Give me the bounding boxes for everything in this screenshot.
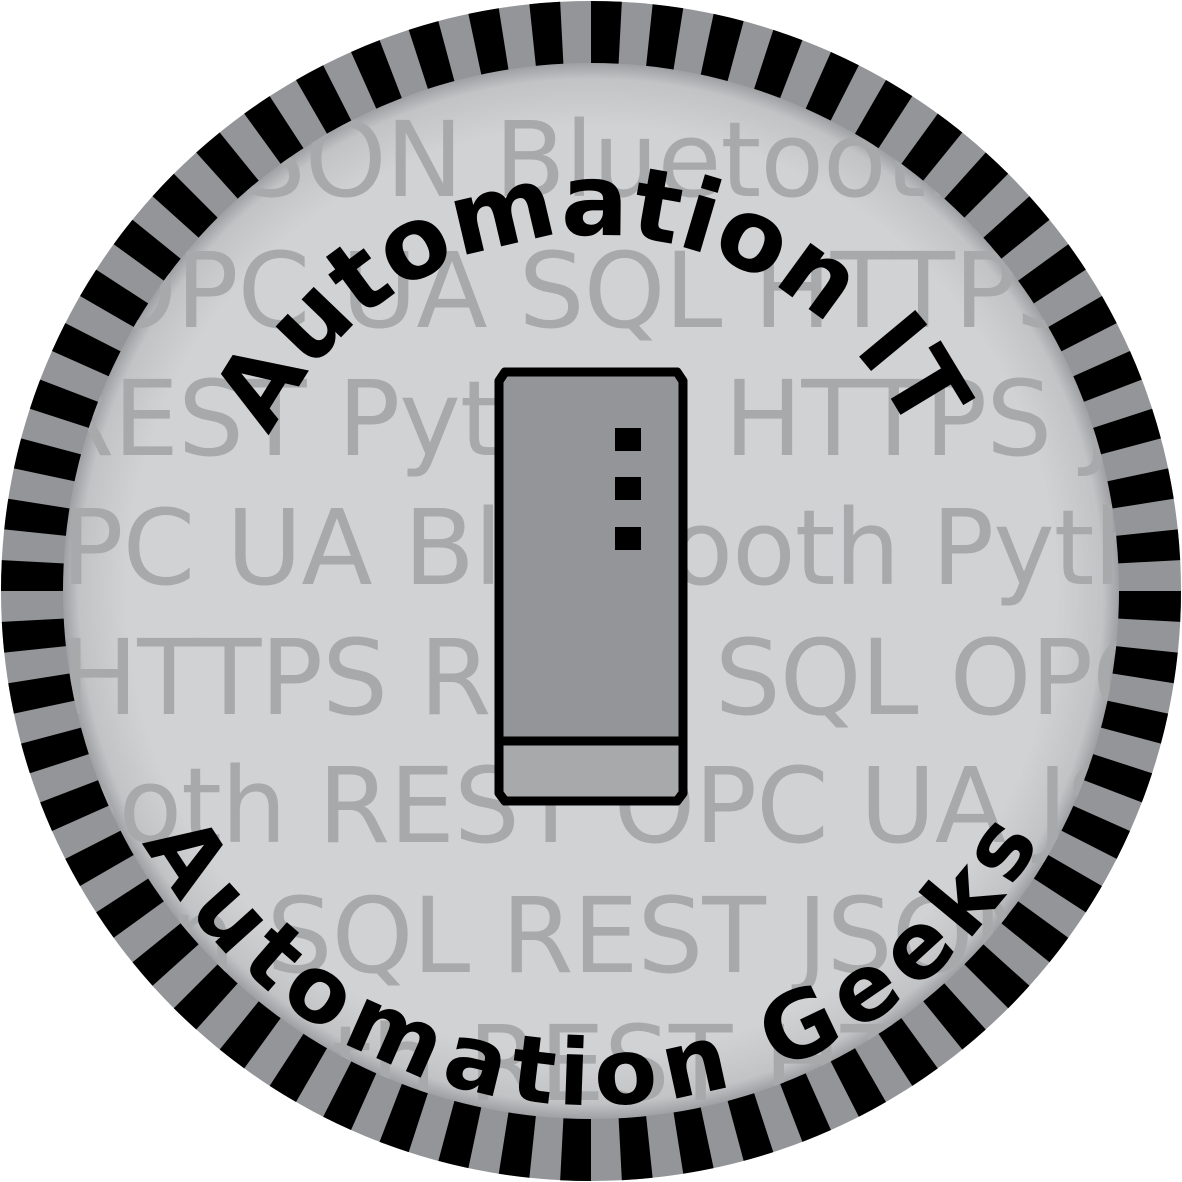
server-led-3 <box>615 527 641 550</box>
server-body-outline <box>494 367 688 806</box>
server-base-panel <box>503 743 679 797</box>
bg-line-2: OPC UA SQL HTTPS <box>95 230 1081 352</box>
server-tower-icon <box>494 367 688 806</box>
server-led-1 <box>615 428 641 451</box>
server-led-2 <box>615 477 641 500</box>
